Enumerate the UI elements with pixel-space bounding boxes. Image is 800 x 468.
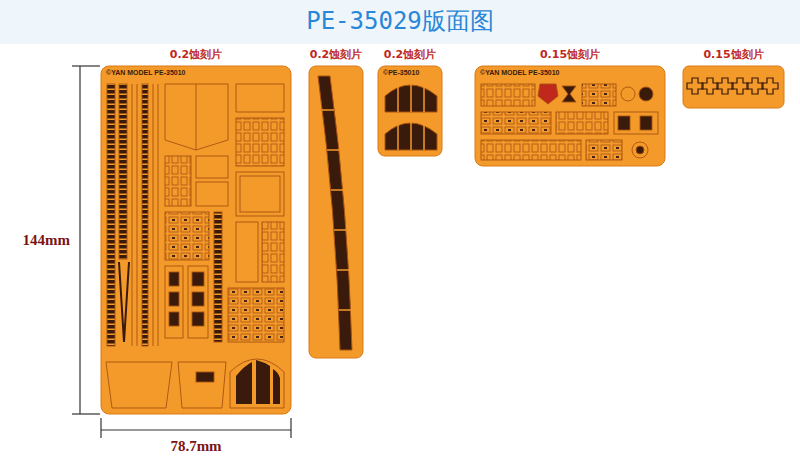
dimension-label: 78.7mm [146,437,246,455]
etch-fret: 0.2蚀刻片 [309,66,363,358]
thickness-heading: 0.2蚀刻片 [170,48,223,62]
thickness-heading: 0.15蚀刻片 [703,48,763,62]
thickness-heading: 0.2蚀刻片 [310,48,363,62]
fret-marking: ©YAN MODEL PE-35010 [480,68,559,77]
fret-marking: ©PE-35010 [383,68,419,77]
fret-marking: ©YAN MODEL PE-35010 [106,68,185,77]
dimension-label: 144mm [4,231,70,249]
thickness-heading: 0.15蚀刻片 [540,48,600,62]
diagram-title: PE-35029版面图 [0,6,800,36]
etch-fret: 0.15蚀刻片©YAN MODEL PE-35010 [475,66,665,166]
thickness-heading: 0.2蚀刻片 [384,48,437,62]
etch-fret: 0.2蚀刻片©PE-35010 [378,66,442,156]
etch-fret: 0.2蚀刻片©YAN MODEL PE-35010 [101,66,291,414]
etch-fret: 0.15蚀刻片 [683,66,784,108]
